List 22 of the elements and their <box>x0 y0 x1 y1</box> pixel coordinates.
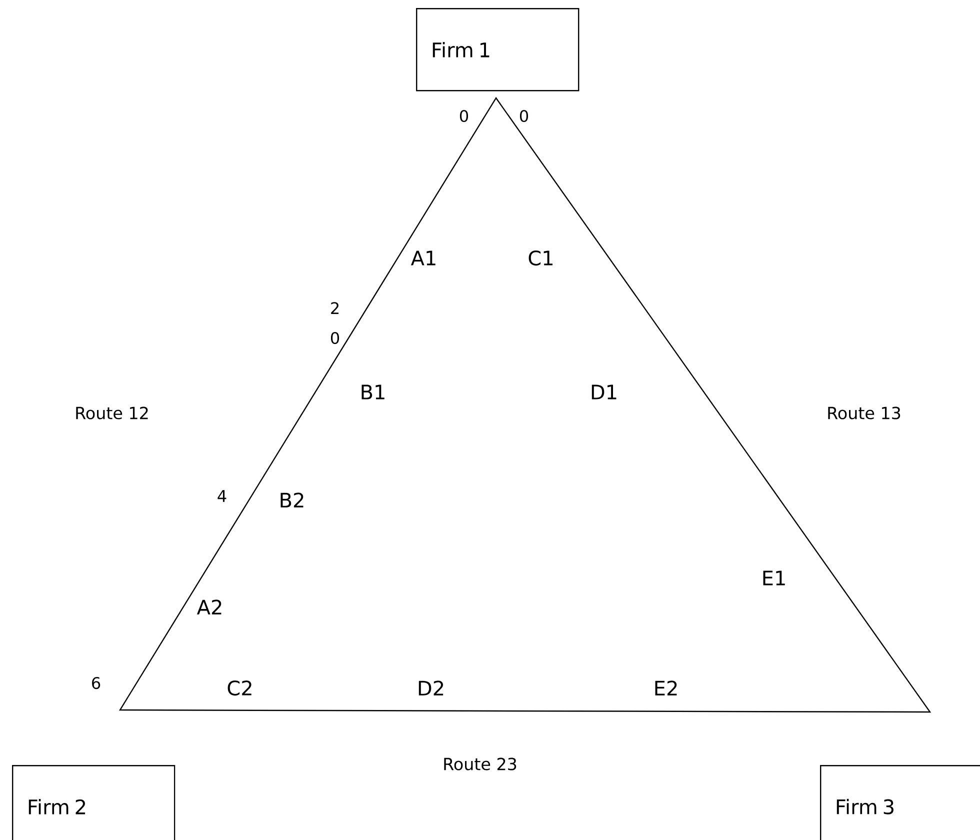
route-label: Route 12 <box>76 406 148 420</box>
tick-number: 2 <box>331 302 338 314</box>
tick-number: 6 <box>92 676 100 690</box>
route-label: Route 23 <box>444 758 516 770</box>
segment-label: D1 <box>592 384 616 400</box>
tick-number: 4 <box>218 490 226 502</box>
segment-label: B2 <box>280 492 304 508</box>
segment-label: D2 <box>418 680 444 696</box>
segment-label: E1 <box>763 570 785 586</box>
segment-label: C1 <box>528 250 552 266</box>
segment-label: A1 <box>410 250 436 266</box>
tick-number: 0 <box>520 110 528 122</box>
route-label: Route 13 <box>828 406 900 420</box>
tick-number: 0 <box>460 110 468 122</box>
firm-box: Firm 2 <box>12 765 176 840</box>
segment-label: A2 <box>196 600 222 614</box>
tick-number: 0 <box>330 332 340 344</box>
firm-box: Firm 1 <box>416 8 580 92</box>
segment-label: C2 <box>228 680 252 696</box>
firm-box: Firm 3 <box>820 765 980 840</box>
segment-label: B1 <box>362 384 384 400</box>
segment-label: E2 <box>655 680 677 696</box>
